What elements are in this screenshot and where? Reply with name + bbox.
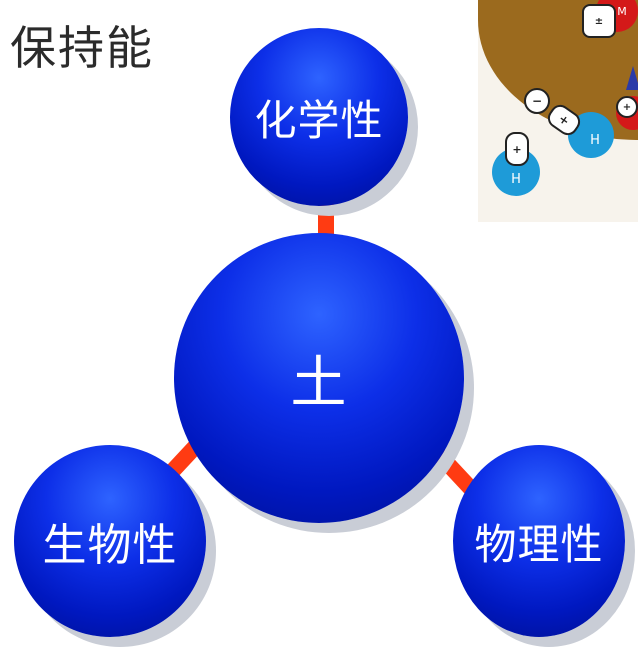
metal-ion-label: M	[617, 4, 627, 18]
node-physical-label: 物理性	[474, 519, 604, 569]
node-physical: 物理性	[453, 445, 625, 637]
hydrogen-ion-1-label: H	[511, 171, 521, 187]
node-chemical: 化学性	[230, 28, 408, 206]
center-node-soil: 土	[174, 233, 464, 523]
hydrogen-ion-2-label: H	[590, 132, 600, 148]
node-chemical-label: 化学性	[254, 95, 384, 145]
negative-charge-icon: −	[524, 88, 550, 114]
node-biological: 生物性	[14, 445, 206, 637]
center-node-label: 土	[290, 350, 348, 416]
charge-icon: +	[616, 96, 638, 118]
charge-icon: +	[505, 132, 529, 166]
charge-icon: ±	[582, 4, 616, 38]
node-biological-label: 生物性	[42, 520, 178, 571]
soil-ion-illustration: H + H + − M ± +	[478, 0, 638, 222]
triangle-marker	[626, 66, 638, 90]
page-title: 保持能	[10, 21, 154, 75]
